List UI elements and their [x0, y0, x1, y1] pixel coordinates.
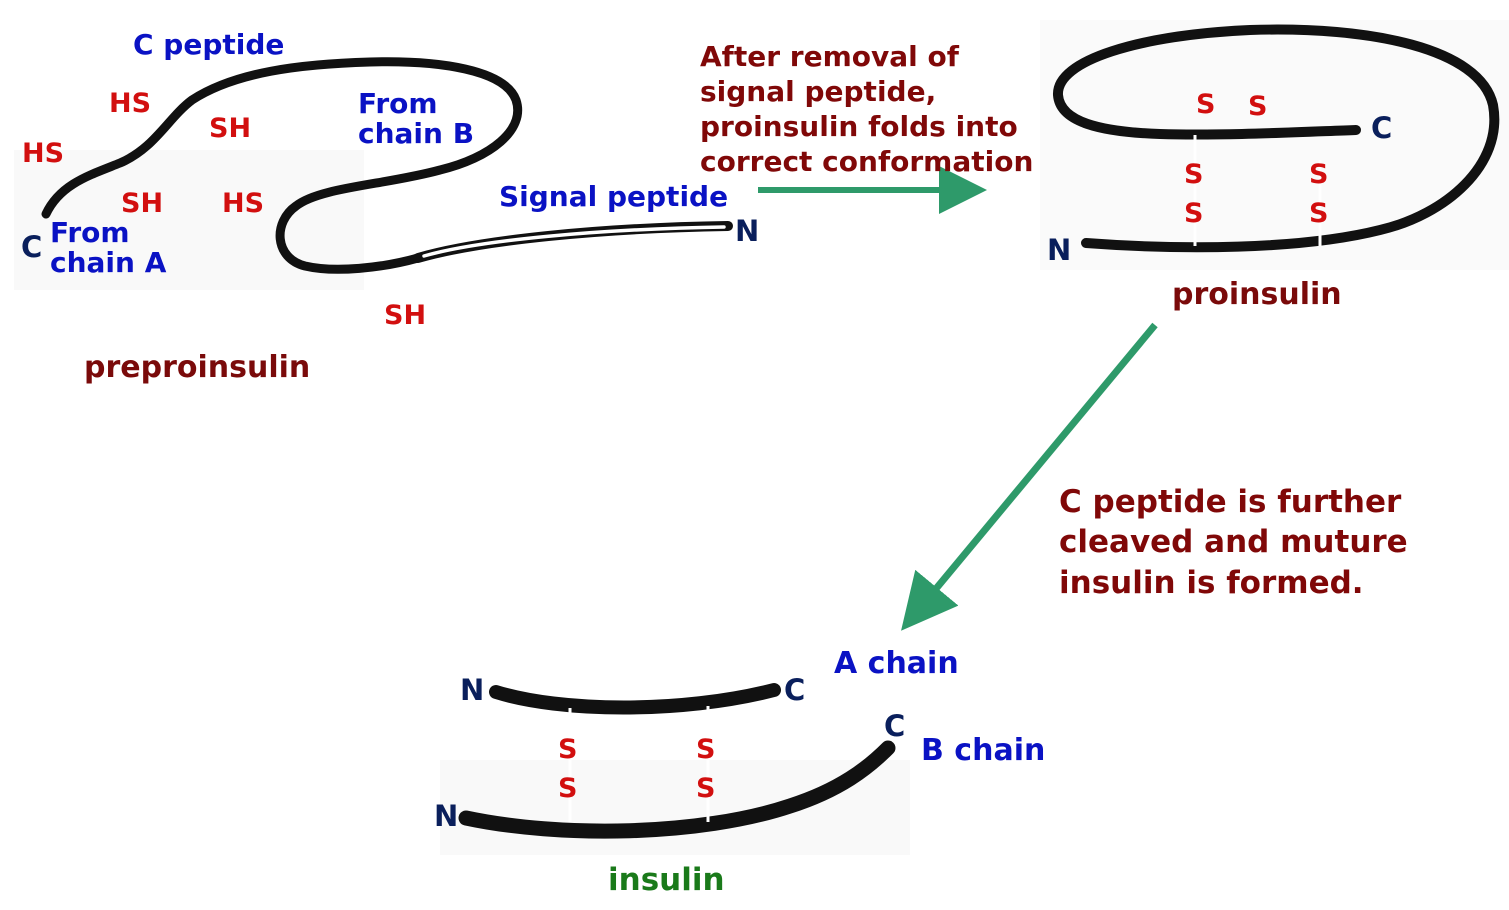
thiol-group-label: HS — [109, 88, 152, 119]
thiol-group-label: SH — [209, 113, 252, 144]
c-peptide-label: C peptide — [133, 28, 285, 61]
a-chain-terminus-n: N — [460, 673, 485, 707]
proinsulin-terminus-c: C — [1371, 111, 1393, 145]
from-chain-b-label: From chain B — [358, 87, 475, 151]
signal-peptide-strand-inner — [422, 225, 726, 258]
sulfur-label: S — [1309, 198, 1329, 229]
b-chain-terminus-c: C — [884, 709, 906, 743]
preproinsulin-terminus-n: N — [735, 214, 760, 248]
proinsulin-terminus-n: N — [1047, 233, 1072, 267]
signal-peptide-strand — [413, 221, 733, 263]
proinsulin-chain — [1053, 24, 1500, 253]
preproinsulin-title: preproinsulin — [84, 350, 311, 385]
signal-peptide-label: Signal peptide — [499, 180, 729, 213]
b-chain-label: B chain — [921, 733, 1046, 768]
thiol-group-label: SH — [121, 188, 164, 219]
sulfur-label: S — [1248, 91, 1268, 122]
sulfur-label: S — [1184, 159, 1204, 190]
thiol-group-label: SH — [384, 300, 427, 331]
step2-arrow — [901, 322, 1158, 631]
sulfur-label: S — [558, 734, 578, 765]
scan-patch — [1040, 20, 1509, 270]
preproinsulin-chain — [41, 57, 523, 274]
insulin-b-chain — [458, 740, 896, 839]
insulin-a-chain — [489, 683, 781, 715]
a-chain-terminus-c: C — [784, 673, 806, 707]
b-chain-terminus-n: N — [434, 799, 459, 833]
step2-caption: C peptide is further cleaved and muture … — [1059, 484, 1408, 601]
sulfur-label: S — [1196, 89, 1216, 120]
preproinsulin-terminus-c: C — [21, 230, 43, 264]
sulfur-label: S — [696, 773, 716, 804]
from-chain-a-label: From chain A — [50, 216, 167, 280]
sulfur-label: S — [696, 734, 716, 765]
a-chain-label: A chain — [834, 646, 959, 681]
scan-patch — [440, 760, 910, 855]
insulin-title: insulin — [608, 862, 725, 898]
sulfur-label: S — [558, 773, 578, 804]
proinsulin-title: proinsulin — [1172, 277, 1342, 312]
thiol-group-label: HS — [222, 188, 265, 219]
sulfur-label: S — [1184, 198, 1204, 229]
sulfur-label: S — [1309, 159, 1329, 190]
thiol-group-label: HS — [22, 138, 65, 169]
step1-caption: After removal of signal peptide, proinsu… — [700, 40, 1034, 178]
